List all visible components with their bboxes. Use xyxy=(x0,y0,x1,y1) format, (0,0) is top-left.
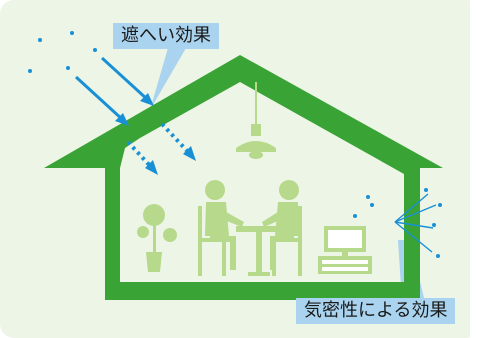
potted-plant-icon xyxy=(137,204,177,272)
house-wall-left xyxy=(105,168,120,292)
house-floor xyxy=(105,282,420,300)
seated-person-icon-right xyxy=(262,180,302,276)
tv-icon xyxy=(318,226,372,274)
airtightness-effect-label: 気密性による効果 xyxy=(296,298,456,324)
panel-edge xyxy=(470,0,480,338)
airtightness-lines xyxy=(394,193,437,253)
solid-arrows xyxy=(74,56,154,126)
table-icon xyxy=(236,226,282,276)
house-outline xyxy=(44,55,443,300)
shading-effect-label: 遮へい効果 xyxy=(113,23,219,49)
shading-callout-pointer xyxy=(150,48,186,110)
outside-air-dots-right xyxy=(353,188,442,258)
dotted-arrows xyxy=(126,122,196,175)
pendant-lamp-icon xyxy=(236,82,276,159)
outside-air-dots-left xyxy=(28,31,97,73)
house-wall-right xyxy=(404,234,420,300)
seated-person-icon-left xyxy=(198,180,244,276)
